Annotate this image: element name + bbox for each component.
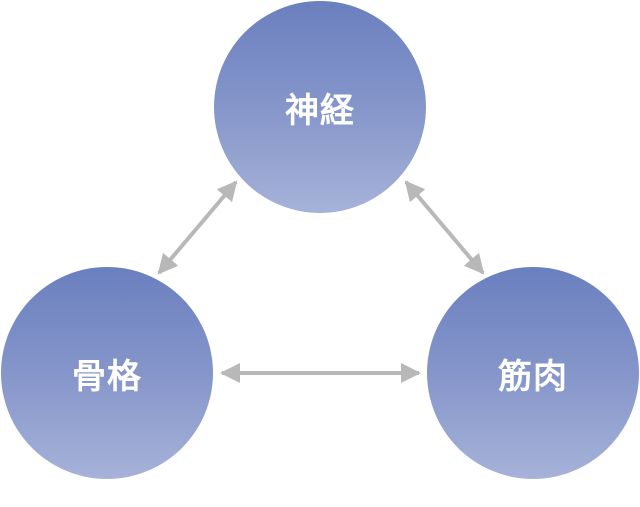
arrow-nerve-skeleton	[157, 180, 238, 275]
node-nerve-label: 神経	[285, 90, 355, 131]
node-skeleton-label: 骨格	[72, 356, 142, 397]
node-nerve: 神経	[214, 1, 426, 213]
node-skeleton: 骨格	[1, 267, 213, 479]
arrow-nerve-muscle	[404, 180, 485, 275]
node-muscle: 筋肉	[427, 267, 639, 479]
node-muscle-label: 筋肉	[498, 356, 568, 397]
